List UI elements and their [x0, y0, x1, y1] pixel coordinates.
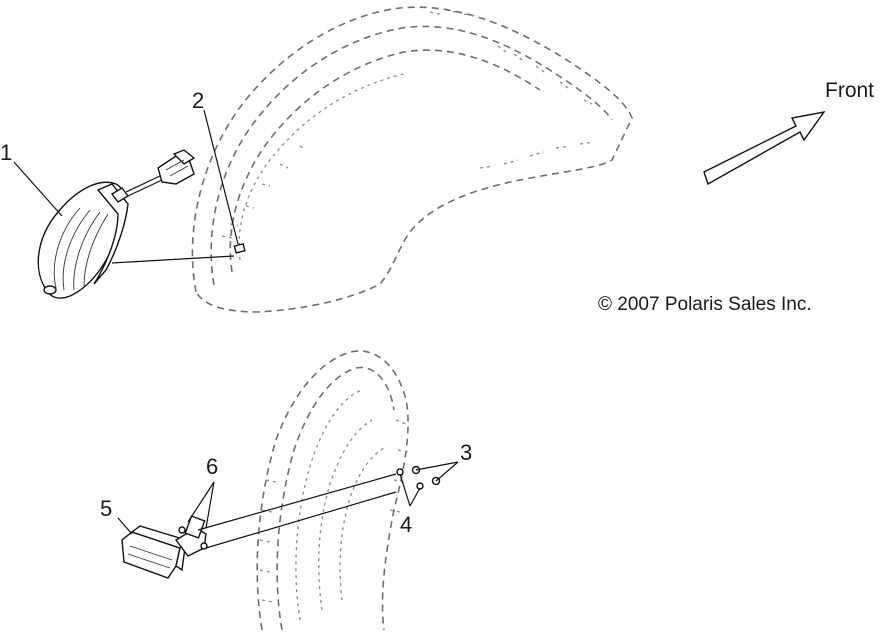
mounting-hardware — [396, 465, 441, 490]
callout-1: 1 — [0, 140, 12, 165]
front-direction-arrow — [703, 110, 826, 186]
leader-2 — [203, 109, 239, 245]
copyright-notice: © 2007 Polaris Sales Inc. — [598, 294, 812, 315]
leader-4a — [399, 473, 411, 507]
fender-clip — [233, 242, 246, 254]
leader-lamp-mount-2 — [205, 491, 397, 549]
leader-3a — [415, 461, 459, 471]
leader-4b — [409, 487, 421, 507]
headlamp-assembly — [37, 149, 196, 299]
tail-lamp-assembly — [121, 515, 208, 579]
upper-fender-outline — [191, 6, 633, 313]
leader-5 — [117, 517, 133, 535]
front-label: Front — [825, 79, 874, 102]
leader-2-lamp — [111, 255, 235, 264]
leader-1 — [13, 161, 63, 217]
leader-6a — [187, 481, 215, 523]
leader-6b — [205, 481, 215, 529]
callout-3: 3 — [460, 440, 472, 465]
leader-lines — [13, 109, 459, 549]
callout-4: 4 — [400, 512, 412, 537]
leader-3b — [435, 461, 459, 482]
lower-fender-outline — [256, 350, 409, 631]
callout-6: 6 — [206, 454, 218, 479]
callout-2: 2 — [192, 88, 204, 113]
leader-lamp-mount — [197, 473, 397, 531]
callout-5: 5 — [100, 496, 112, 521]
